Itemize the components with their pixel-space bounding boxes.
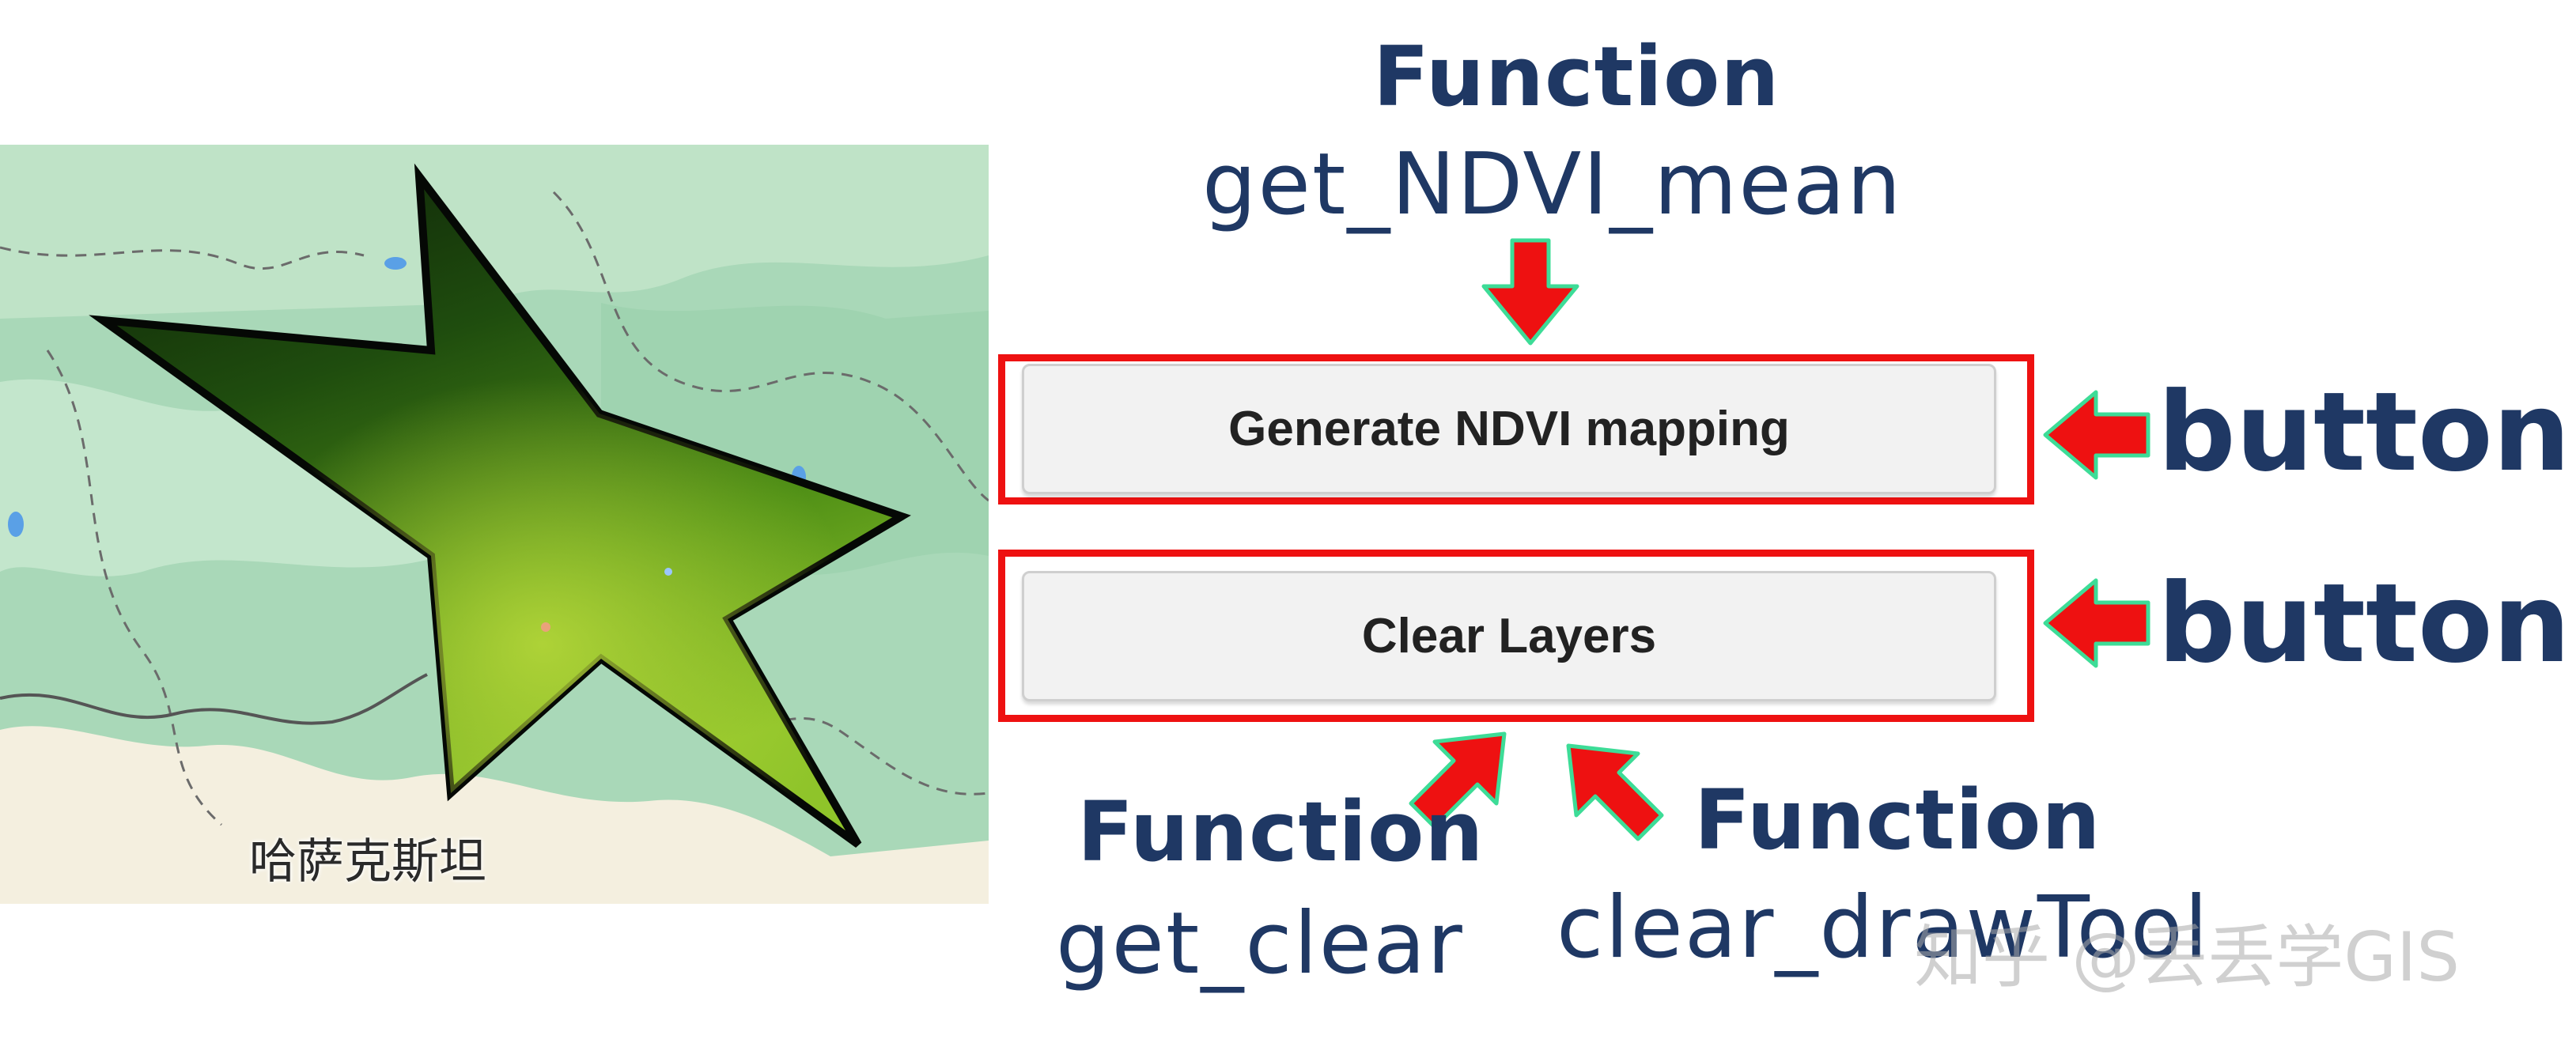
generate-ndvi-mapping-button[interactable]: Generate NDVI mapping bbox=[1022, 364, 1996, 494]
city-dot bbox=[541, 622, 550, 632]
lake bbox=[8, 512, 24, 537]
map-desert bbox=[0, 726, 989, 904]
country-border bbox=[0, 673, 428, 725]
map-canvas bbox=[0, 145, 989, 904]
map-panel[interactable]: 哈萨克斯坦 bbox=[0, 145, 989, 904]
border-line bbox=[46, 350, 222, 826]
button-annotation: button bbox=[2158, 560, 2571, 687]
border-line bbox=[552, 191, 989, 502]
top-function-title: Function bbox=[1373, 28, 1780, 125]
up-right-arrow-icon bbox=[1409, 731, 1507, 829]
country-label: 哈萨克斯坦 bbox=[249, 834, 486, 890]
bottom-left-function-title: Function bbox=[1077, 784, 1485, 880]
button-annotation: button bbox=[2158, 368, 2571, 496]
ndvi-star-highlight bbox=[103, 176, 902, 845]
bottom-right-function-name: clear_drawTool bbox=[1557, 879, 2210, 977]
bottom-right-function-title: Function bbox=[1694, 772, 2101, 868]
map-region-north bbox=[0, 145, 989, 319]
bottom-left-function-name: get_clear bbox=[1056, 894, 1464, 993]
up-left-arrow-icon bbox=[1566, 743, 1664, 841]
watermark: 知乎 @丢丢学GIS bbox=[1914, 918, 2460, 997]
city-dot bbox=[664, 568, 672, 576]
left-arrow-icon bbox=[2043, 390, 2150, 480]
lake bbox=[384, 257, 407, 270]
left-arrow-icon bbox=[2043, 578, 2150, 668]
down-arrow-icon bbox=[1481, 238, 1579, 346]
top-function-name: get_NDVI_mean bbox=[1202, 135, 1903, 234]
clear-layers-button[interactable]: Clear Layers bbox=[1022, 571, 1996, 701]
